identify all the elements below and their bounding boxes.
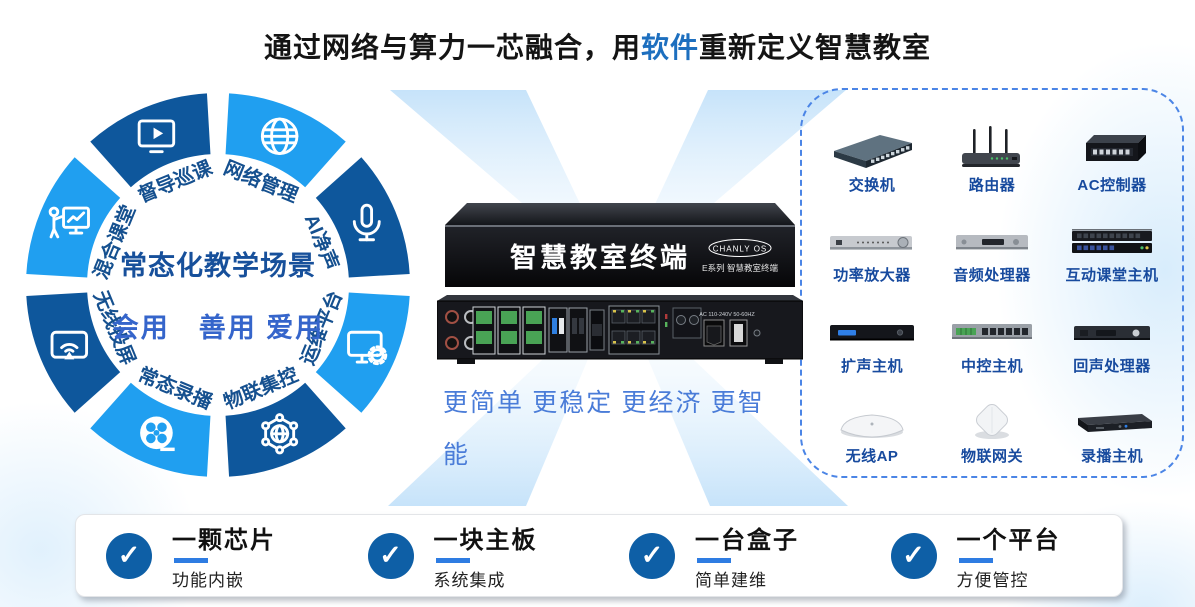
peripheral-item: 无线AP [812, 376, 932, 467]
feature-underline [958, 558, 993, 563]
peripheral-label: 无线AP [845, 448, 899, 465]
ring-segment-3 [315, 292, 410, 413]
peripheral-label: 路由器 [968, 176, 1016, 194]
feature-title: 一颗芯片 [172, 528, 276, 554]
audio-processor-icon [942, 213, 1042, 263]
peripheral-item: 回声处理器 [1052, 285, 1172, 376]
feature-title: 一块主板 [433, 528, 538, 554]
amplifier-icon [822, 213, 922, 263]
device-top-face [445, 203, 795, 225]
terminal-device: 智慧教室终端 CHANLY OS E系列 智慧教室终端 [436, 198, 804, 370]
title-highlight: 软件 [640, 33, 699, 64]
feature-underline [697, 558, 731, 563]
peripheral-label: 中控主机 [960, 357, 1023, 375]
feature-subtitle: 简单建维 [695, 571, 767, 590]
device-front-label: 智慧教室终端 [510, 242, 690, 273]
monitor-gear-icon [347, 330, 388, 366]
ring-segment-0 [90, 93, 211, 188]
device-power-label: AC 110-240V 50-60HZ [699, 312, 755, 318]
peripheral-label: 功率放大器 [833, 267, 911, 284]
peripheral-item: AC控制器 [1052, 104, 1172, 195]
title-text-post: 重新定义智慧教室 [699, 33, 932, 64]
film-reel-icon [140, 416, 175, 452]
page-title: 通过网络与算力一芯融合，用软件重新定义智慧教室 [0, 26, 1195, 66]
peripheral-item: 路由器 [932, 104, 1052, 195]
peripheral-item: 功率放大器 [812, 195, 932, 286]
peripheral-item: 音频处理器 [932, 195, 1052, 286]
device-rear-ports: AC 110-240V 50-60HZ [445, 305, 761, 355]
ring-center: 常态化教学场景 会用 善用 爱用 [68, 244, 368, 345]
peripheral-label: 回声处理器 [1073, 357, 1151, 375]
peripheral-label: 物联网关 [960, 448, 1023, 465]
device-tagline: 更简单 更稳定 更经济 更智能 [443, 378, 813, 482]
screen-cast-icon [50, 330, 89, 360]
wireless-ap-icon [822, 394, 922, 444]
feature-subtitle: 系统集成 [433, 571, 506, 590]
pa-host-icon [822, 304, 922, 354]
feature-title: 一台盒子 [695, 528, 799, 554]
terminal-device-render: 智慧教室终端 CHANLY OS E系列 智慧教室终端 [436, 203, 804, 364]
monitor-play-icon [137, 119, 176, 154]
microphone-icon [352, 203, 381, 242]
ring-chart: 督导巡课网络管理AI净声运维平台物联集控常态录播无线投屏混合课堂 [26, 93, 410, 477]
peripheral-item: 扩声主机 [812, 285, 932, 376]
echo-processor-icon [1062, 304, 1162, 354]
switch-icon [822, 123, 922, 173]
feature-item: ✓ 一颗芯片功能内嵌 [76, 520, 338, 591]
title-text-pre: 通过网络与算力一芯融合，用 [263, 33, 641, 64]
device-badge-label: CHANLY OS [713, 245, 768, 254]
ring-segment-1 [225, 93, 346, 188]
device-edge-highlight [445, 225, 795, 227]
check-icon: ✓ [106, 532, 152, 579]
router-icon [942, 123, 1042, 173]
device-tagline-line: 能 [443, 442, 471, 469]
peripheral-item: 物联网关 [932, 376, 1052, 467]
features-bar: ✓ 一颗芯片功能内嵌 ✓ 一块主板系统集成 ✓ 一台盒子简单建维 ✓ 一个平台方便管控 [75, 514, 1123, 597]
feature-underline [435, 558, 470, 563]
check-icon: ✓ [629, 532, 675, 579]
peripheral-label: 互动课堂主机 [1065, 267, 1159, 284]
peripheral-label: AC控制器 [1077, 176, 1147, 194]
peripherals-panel: 交换机 路由器 AC控制器功率放大器 音频处理器 互动课堂主机扩声主机 中控主机 回声处理器… [800, 88, 1184, 478]
peripheral-label: 音频处理器 [953, 267, 1031, 284]
peripheral-label: 扩声主机 [840, 357, 903, 375]
check-icon: ✓ [367, 532, 414, 579]
ring-center-title: 常态化教学场景 [120, 251, 316, 281]
central-control-icon [942, 304, 1042, 354]
check-icon: ✓ [890, 532, 937, 579]
device-rear-top-edge [437, 295, 803, 301]
feature-subtitle: 功能内嵌 [172, 571, 244, 590]
device-series-label: E系列 智慧教室终端 [702, 263, 779, 273]
peripherals-grid: 交换机 路由器 AC控制器功率放大器 音频处理器 互动课堂主机扩声主机 中控主机 回声处理器… [802, 90, 1182, 476]
feature-underline [174, 558, 208, 563]
feature-item: ✓ 一台盒子简单建维 [599, 520, 861, 591]
peripheral-item: 中控主机 [932, 285, 1052, 376]
feature-item: ✓ 一块主板系统集成 [338, 520, 600, 591]
feature-subtitle: 方便管控 [956, 571, 1029, 590]
peripheral-item: 交换机 [812, 104, 932, 195]
iot-gateway-icon [942, 394, 1042, 444]
feature-item: ✓ 一个平台方便管控 [861, 520, 1123, 591]
globe-icon [260, 117, 299, 156]
recorder-icon [1062, 394, 1162, 444]
peripheral-label: 录播主机 [1080, 448, 1143, 465]
device-tagline-line: 更简单 更稳定 更经济 更智 [443, 390, 765, 417]
iot-network-icon [261, 413, 299, 455]
presenter-icon [48, 206, 90, 239]
peripheral-item: 互动课堂主机 [1052, 195, 1172, 286]
ac-controller-icon [1062, 123, 1162, 173]
feature-title: 一个平台 [956, 528, 1061, 554]
ring-center-subtitle: 会用 善用 爱用 [111, 313, 325, 343]
device-badge-oval [708, 239, 772, 257]
peripheral-label: 交换机 [848, 176, 896, 194]
peripheral-item: 录播主机 [1052, 376, 1172, 467]
interactive-host-icon [1062, 213, 1162, 263]
